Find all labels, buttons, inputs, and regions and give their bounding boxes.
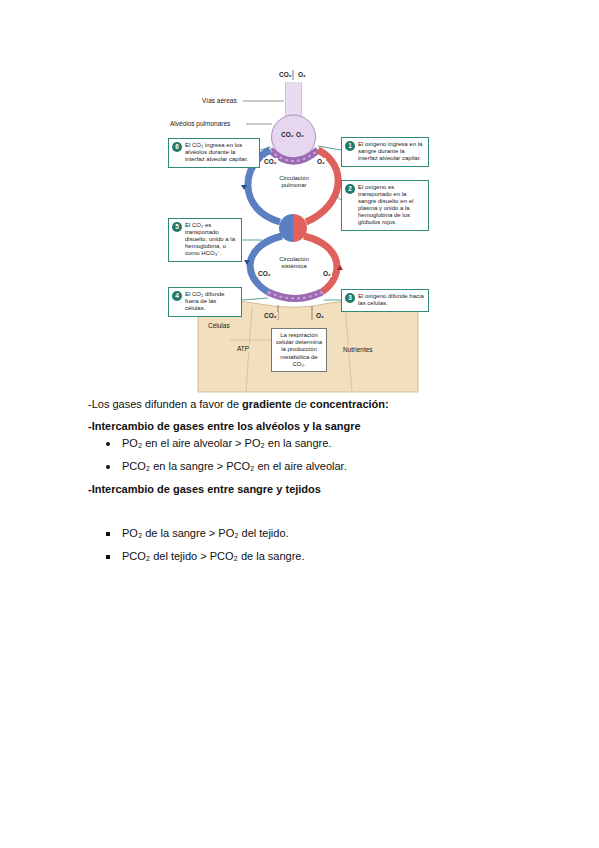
part-label: Circulación sistémica — [274, 256, 314, 269]
gas-label: O₂ — [322, 270, 332, 277]
section-heading: -Intercambio de gases entre los alvéolos… — [88, 420, 361, 434]
part-label: Nutrientes — [342, 346, 374, 353]
bullet-text: PO₂ en el aire alveolar > PO₂ en la sang… — [122, 437, 331, 451]
callout-number: 5 — [172, 222, 182, 232]
callout-box: 3El oxígeno difunde hacia las células. — [341, 289, 429, 312]
callout-number: 1 — [345, 141, 355, 151]
callout-number: 2 — [345, 184, 355, 194]
part-label: Alvéolos pulmonares — [170, 120, 230, 127]
callout-number: 6 — [172, 142, 182, 152]
callout-text: El oxígeno ingresa en la sangre durante … — [358, 141, 425, 162]
callout-box: 6El CO₂ ingresa en los alvéolos durante … — [168, 138, 260, 168]
bullet-square — [106, 532, 110, 536]
text-line: -Los gases difunden a favor degradiented… — [88, 398, 392, 412]
callout-text: El CO₂ es transportado disuelto, unido a… — [185, 222, 238, 257]
callout-text: La respiración celular determina la prod… — [275, 332, 323, 368]
gas-label: CO₂ — [263, 312, 278, 319]
callout-box: 2El oxígeno es transportado en la sangre… — [341, 180, 429, 231]
gas-label: CO₂ — [279, 71, 292, 78]
gas-label: O₂ — [315, 312, 325, 319]
callout-text: El CO₂ ingresa en los alvéolos durante l… — [185, 142, 256, 163]
callout-text: El oxígeno difunde hacia las células. — [358, 293, 425, 307]
gas-label: O₂ — [296, 131, 304, 138]
bullet-text: PCO₂ en la sangre > PCO₂ en el aire alve… — [122, 460, 347, 474]
callout-box: 1El oxígeno ingresa en la sangre durante… — [341, 137, 429, 167]
gas-label: O₂ — [298, 71, 306, 78]
text-fragment: de — [295, 398, 307, 412]
text-fragment: -Los gases difunden a favor de — [88, 398, 239, 412]
bullet-square — [106, 555, 110, 559]
callout-text: El CO₂ difunde fuera de las células. — [185, 291, 238, 312]
callout-number: 3 — [345, 293, 355, 303]
part-label: Circulación pulmonar — [275, 175, 313, 188]
bullet-dot — [106, 465, 110, 469]
part-label: Células — [207, 322, 231, 329]
bullet-text: PO₂ de la sangre > PO₂ del tejido. — [122, 527, 289, 541]
callout-box: 5El CO₂ es transportado disuelto, unido … — [168, 218, 242, 262]
bullet-text: PCO₂ del tejido > PCO₂ de la sangre. — [122, 550, 305, 564]
gas-label: O₂ — [316, 158, 326, 165]
bullet-dot — [106, 442, 110, 446]
section-heading: -Intercambio de gases entre sangre y tej… — [88, 483, 321, 497]
process-box: La respiración celular determina la prod… — [271, 328, 327, 372]
callout-text: El oxígeno es transportado en la sangre … — [358, 184, 425, 226]
text-fragment: gradiente — [242, 398, 292, 412]
callout-box: 4El CO₂ difunde fuera de las células. — [168, 287, 242, 317]
text-fragment: concentración: — [310, 398, 389, 412]
part-label: Vías aéreas — [202, 97, 237, 104]
callout-number: 4 — [172, 291, 182, 301]
part-label: ATP — [236, 345, 250, 352]
gas-label: CO₂ — [263, 158, 278, 165]
gas-label: CO₂ — [281, 131, 294, 138]
gas-label: CO₂ — [257, 270, 272, 277]
